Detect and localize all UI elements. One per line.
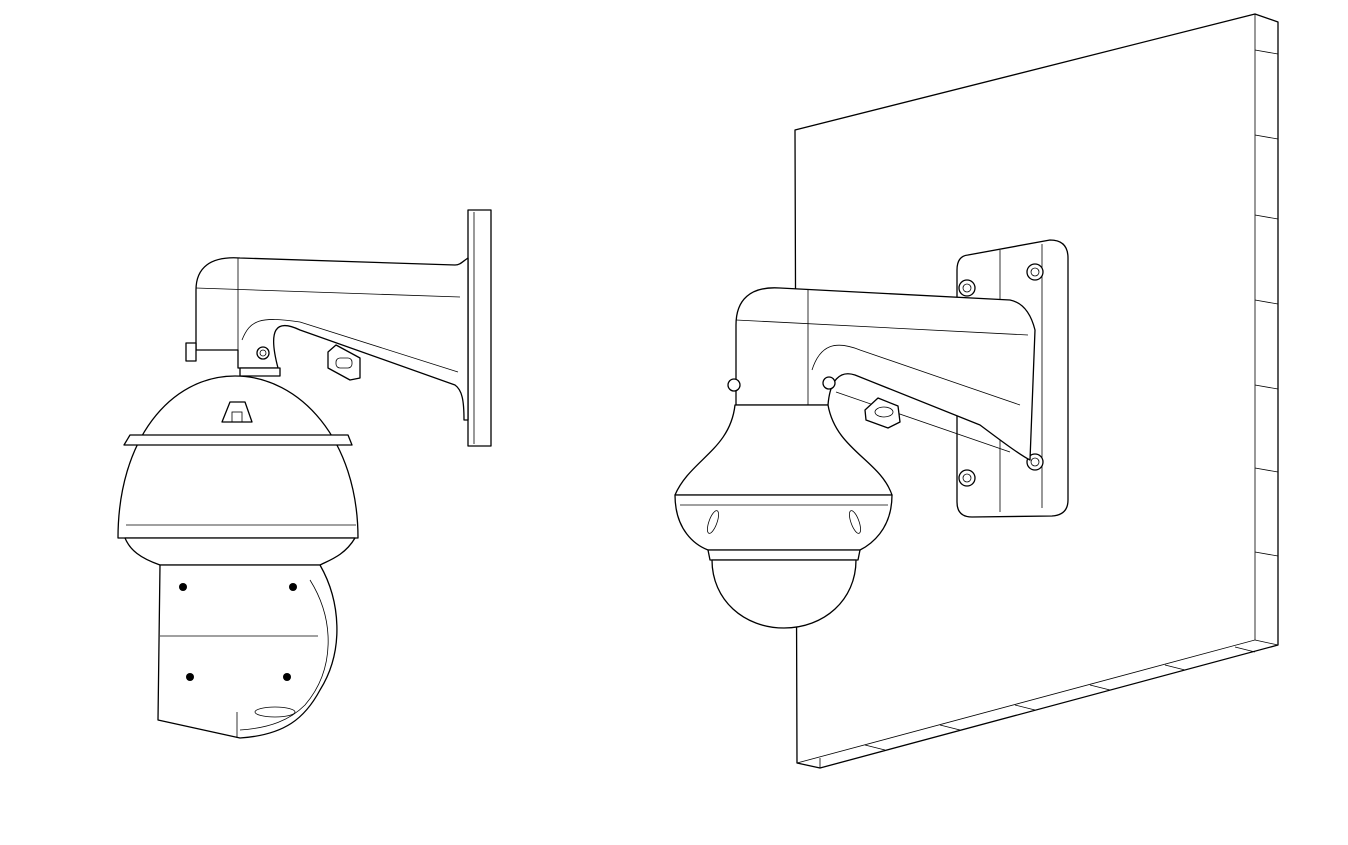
ptz-camera-side-view bbox=[117, 209, 492, 739]
ptz-camera-body bbox=[157, 564, 338, 739]
bracket-arm bbox=[185, 257, 469, 421]
dome-camera bbox=[674, 404, 893, 629]
wall-bracket-arm bbox=[727, 287, 1036, 461]
wall bbox=[794, 13, 1279, 769]
wall-mount-plate bbox=[467, 209, 492, 447]
ptz-dome-housing bbox=[117, 367, 359, 566]
wall-edge-ticks bbox=[819, 49, 1279, 768]
dome-camera-wall-view bbox=[674, 239, 1069, 629]
